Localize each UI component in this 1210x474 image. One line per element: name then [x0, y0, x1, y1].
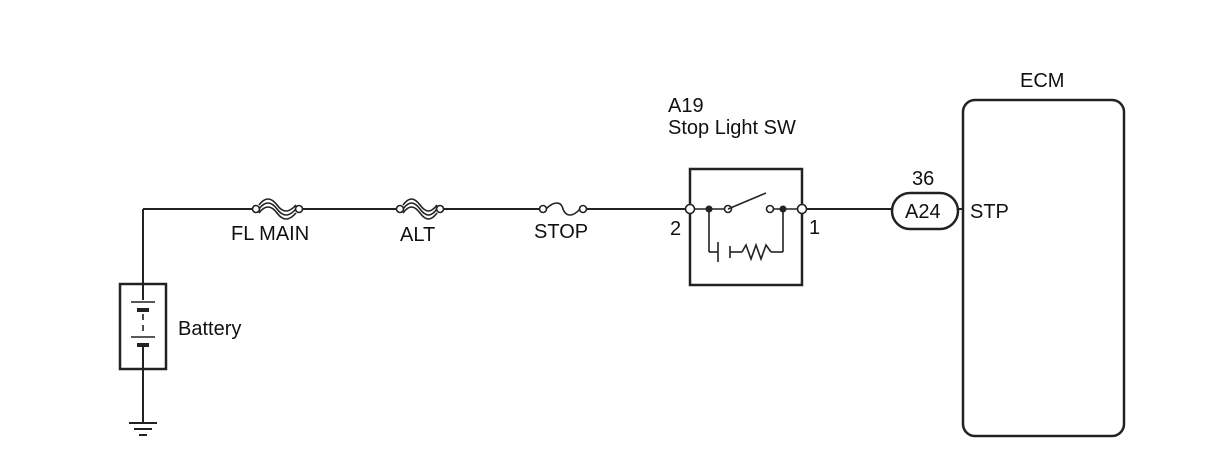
fuse-fl-main-label: FL MAIN — [231, 223, 309, 245]
fuse-alt — [395, 198, 445, 220]
fuse-stop — [538, 202, 588, 216]
ground-icon — [129, 422, 157, 436]
fuse-fl-main — [251, 198, 304, 220]
stop-light-switch — [684, 167, 808, 287]
switch-code-label: A19 — [668, 95, 704, 117]
ecm-title: ECM — [1020, 70, 1064, 92]
switch-pin-out-label: 1 — [809, 217, 820, 239]
ecm-connector-label: A24 — [905, 201, 941, 223]
ecm-box — [961, 98, 1126, 438]
fuse-stop-label: STOP — [534, 221, 588, 243]
ecm-connector — [890, 191, 960, 231]
battery-label: Battery — [178, 318, 241, 340]
ecm-pin-number: 36 — [912, 168, 934, 190]
switch-pin-in-label: 2 — [670, 218, 681, 240]
switch-name-label: Stop Light SW — [668, 117, 796, 139]
battery-symbol — [118, 282, 168, 371]
fuse-alt-label: ALT — [400, 224, 435, 246]
ecm-terminal-label: STP — [970, 201, 1009, 223]
main-wire — [142, 208, 963, 422]
